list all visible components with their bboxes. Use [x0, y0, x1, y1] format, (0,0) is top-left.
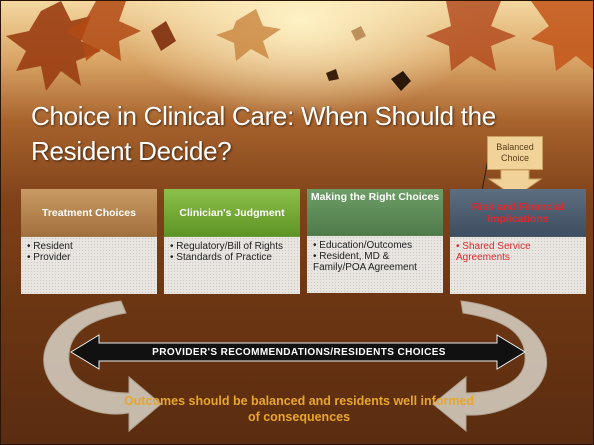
maple-leaf-icon: [351, 26, 366, 41]
down-arrow-icon: [487, 169, 543, 198]
list-item: • Shared Service Agreements: [456, 241, 531, 263]
list-item: • Resident, MD & Family/POA Agreement: [313, 251, 417, 273]
making-right-choices-box: Making the Right Choices • Education/Out…: [307, 189, 443, 293]
box-body: • Regulatory/Bill of Rights • Standards …: [164, 237, 300, 294]
list-item: • Provider: [27, 252, 71, 263]
box-body: • Shared Service Agreements: [450, 237, 586, 294]
maple-leaf-icon: [391, 71, 411, 91]
maple-leaf-icon: [531, 1, 593, 71]
maple-leaf-icon: [216, 9, 281, 61]
box-header-text: Risk and Financial Implications: [471, 200, 565, 225]
curved-arrow-icon: [432, 300, 548, 433]
list-item: • Resident: [27, 241, 73, 252]
box-body: • Education/Outcomes • Resident, MD & Fa…: [307, 236, 443, 293]
box-header: Making the Right Choices: [307, 189, 443, 236]
risk-financial-box: Risk and Financial Implications • Shared…: [450, 189, 586, 294]
box-body: • Resident • Provider: [21, 237, 157, 294]
curved-arrow-icon: [43, 300, 162, 433]
arrow-label: PROVIDER'S RECOMMENDATIONS/RESIDENTS CHO…: [152, 346, 446, 358]
clinicians-judgment-box: Clinician's Judgment • Regulatory/Bill o…: [164, 189, 300, 294]
balanced-choice-callout: Balanced Choice: [487, 136, 543, 170]
maple-leaf-icon: [151, 21, 176, 51]
outcome-text: Outcomes should be balanced and resident…: [123, 394, 475, 424]
box-header: Risk and Financial Implications: [450, 189, 586, 237]
maple-leaf-icon: [66, 1, 141, 61]
list-item: • Standards of Practice: [170, 252, 272, 263]
treatment-choices-box: Treatment Choices • Resident • Provider: [21, 189, 157, 294]
double-arrow-icon: [70, 334, 526, 370]
maple-leaf-icon: [326, 69, 339, 81]
slide-title: Choice in Clinical Care: When Should the…: [31, 101, 496, 166]
box-header: Treatment Choices: [21, 189, 157, 237]
maple-leaf-icon: [6, 1, 101, 91]
list-item: • Education/Outcomes: [313, 240, 413, 251]
box-header: Clinician's Judgment: [164, 189, 300, 237]
list-item: • Regulatory/Bill of Rights: [170, 241, 283, 252]
maple-leaf-icon: [426, 1, 516, 71]
